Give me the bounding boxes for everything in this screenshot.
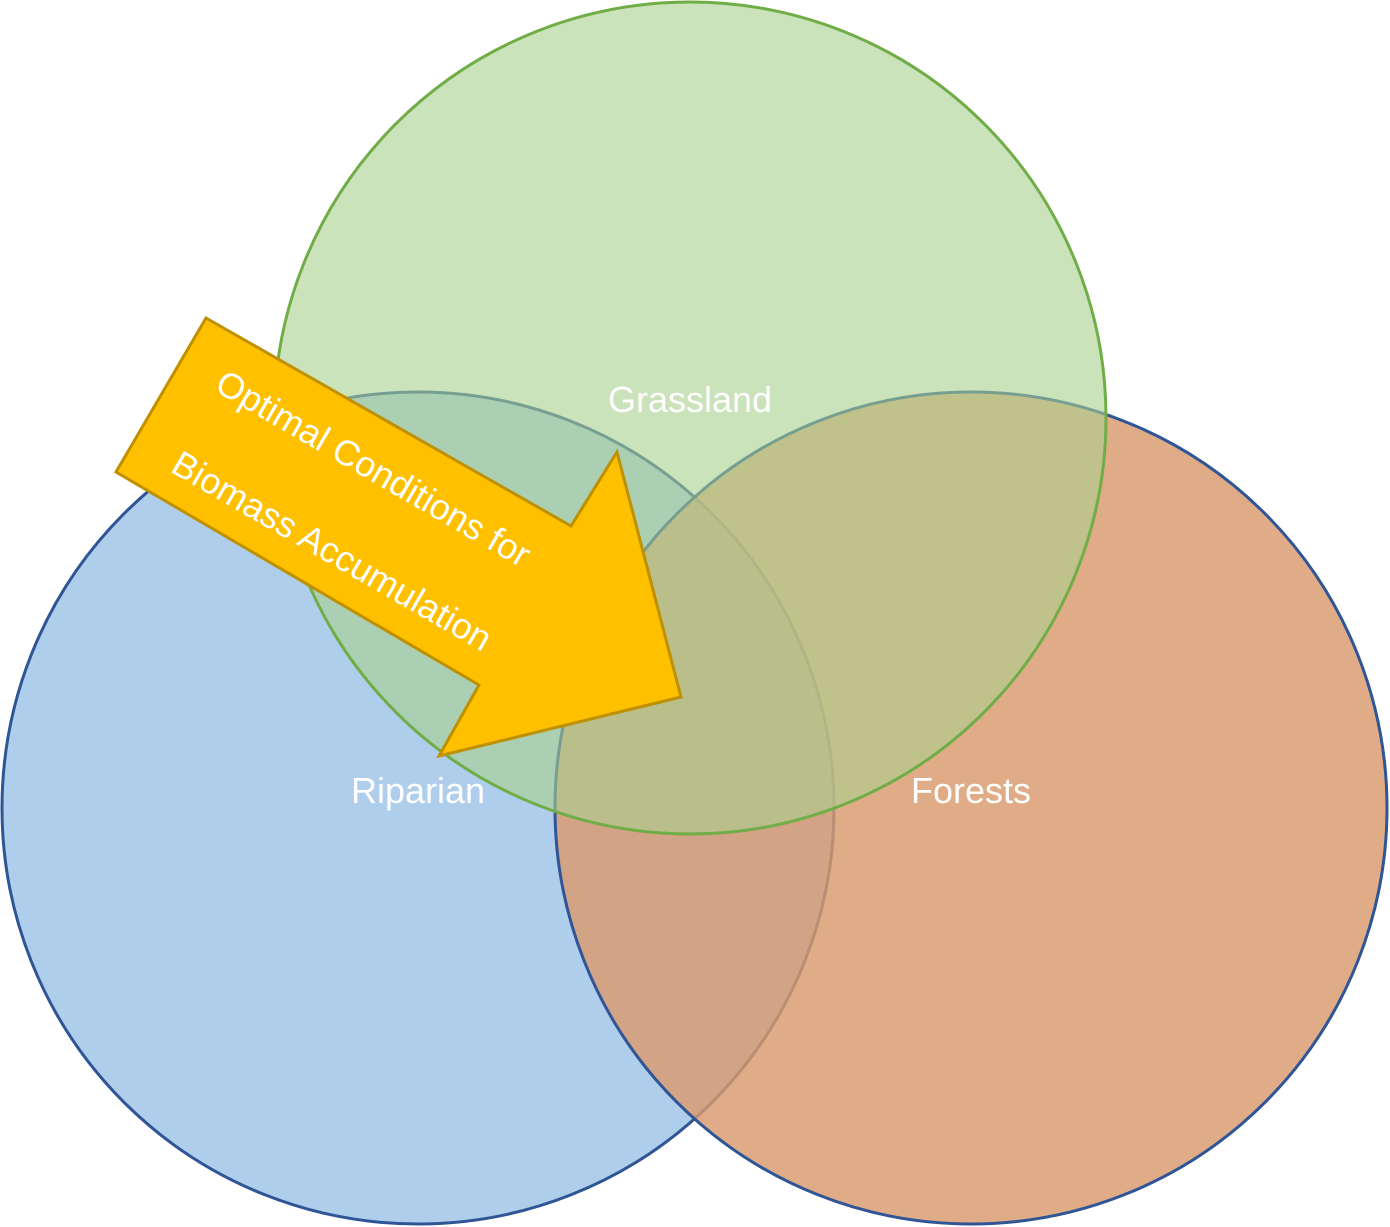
forests-label: Forests xyxy=(911,770,1031,811)
riparian-label: Riparian xyxy=(351,770,485,811)
grassland-label: Grassland xyxy=(608,379,772,420)
optimal-conditions-arrow xyxy=(113,315,683,759)
